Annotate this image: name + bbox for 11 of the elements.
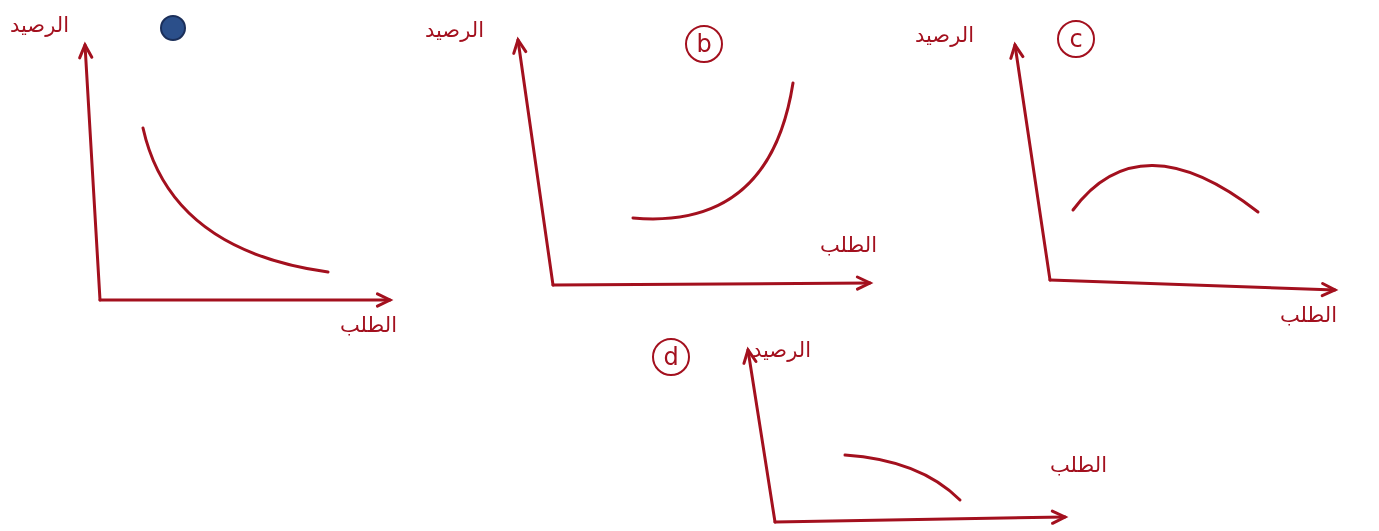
axis-label: الطلب bbox=[1050, 455, 1108, 476]
axis-label: الرصيد bbox=[752, 340, 811, 361]
axis-label: الطلب bbox=[820, 235, 878, 256]
axis-label: الطلب bbox=[1280, 305, 1338, 326]
circled-letter: c bbox=[1057, 20, 1095, 58]
axis-label: الرصيد bbox=[10, 15, 69, 36]
circled-letter: b bbox=[685, 25, 723, 63]
axis-label: الرصيد bbox=[915, 25, 974, 46]
circled-letter: d bbox=[652, 338, 690, 376]
axis-label: الرصيد bbox=[425, 20, 484, 41]
axis-label: الطلب bbox=[340, 315, 398, 336]
